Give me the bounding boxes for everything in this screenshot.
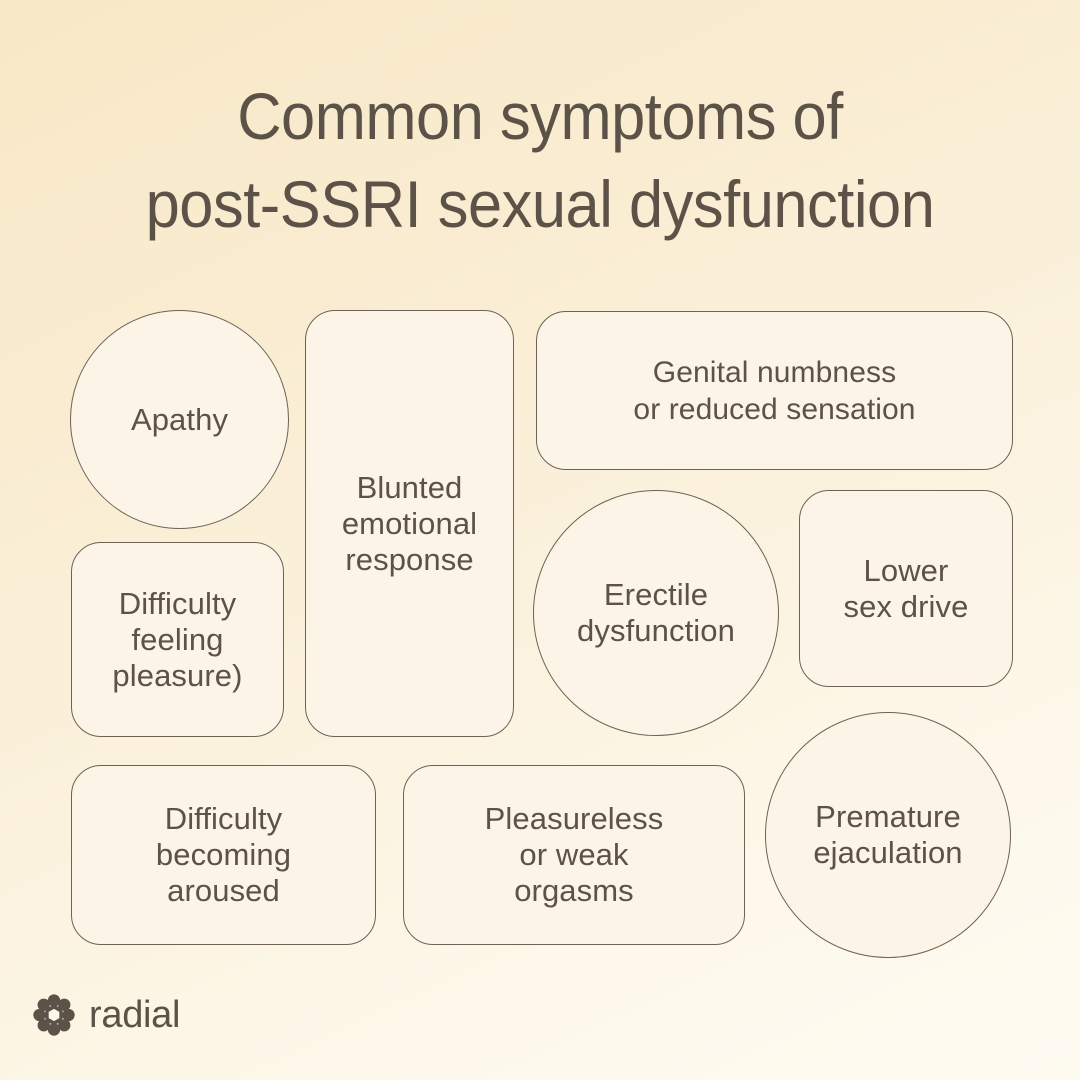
symptom-shape-apathy: Apathy: [70, 310, 289, 529]
symptom-label-premature-ejaculation: Premature ejaculation: [813, 799, 963, 870]
symptom-shape-genital-numbness: Genital numbness or reduced sensation: [536, 311, 1013, 470]
symptom-label-blunted-emotional-response: Blunted emotional response: [341, 469, 478, 577]
symptom-shape-difficulty-feeling-pleasure: Difficulty feeling pleasure): [71, 542, 284, 737]
symptom-label-difficulty-becoming-aroused: Difficulty becoming aroused: [155, 801, 292, 908]
symptom-label-pleasureless-or-weak-orgasms: Pleasureless or weak orgasms: [484, 801, 664, 908]
brand-wordmark: radial: [89, 994, 181, 1036]
page-title-line-2: post-SSRI sexual dysfunction: [145, 167, 935, 241]
page-title: Common symptoms of post-SSRI sexual dysf…: [38, 72, 1042, 248]
symptom-label-difficulty-feeling-pleasure: Difficulty feeling pleasure): [112, 585, 243, 693]
symptom-shape-blunted-emotional-response: Blunted emotional response: [305, 310, 514, 737]
symptom-shape-premature-ejaculation: Premature ejaculation: [765, 712, 1011, 958]
symptom-shape-erectile-dysfunction: Erectile dysfunction: [533, 490, 779, 736]
rosette-flower-icon: [33, 994, 75, 1036]
brand-logo: radial: [32, 993, 180, 1037]
symptom-shape-pleasureless-or-weak-orgasms: Pleasureless or weak orgasms: [403, 765, 745, 945]
symptom-label-lower-sex-drive: Lower sex drive: [843, 552, 969, 624]
symptom-label-genital-numbness: Genital numbness or reduced sensation: [633, 355, 916, 426]
page-title-line-1: Common symptoms of: [237, 79, 843, 153]
symptom-shape-lower-sex-drive: Lower sex drive: [799, 490, 1013, 687]
symptom-label-apathy: Apathy: [130, 401, 229, 437]
symptom-shape-difficulty-becoming-aroused: Difficulty becoming aroused: [71, 765, 376, 945]
symptom-label-erectile-dysfunction: Erectile dysfunction: [577, 577, 735, 648]
